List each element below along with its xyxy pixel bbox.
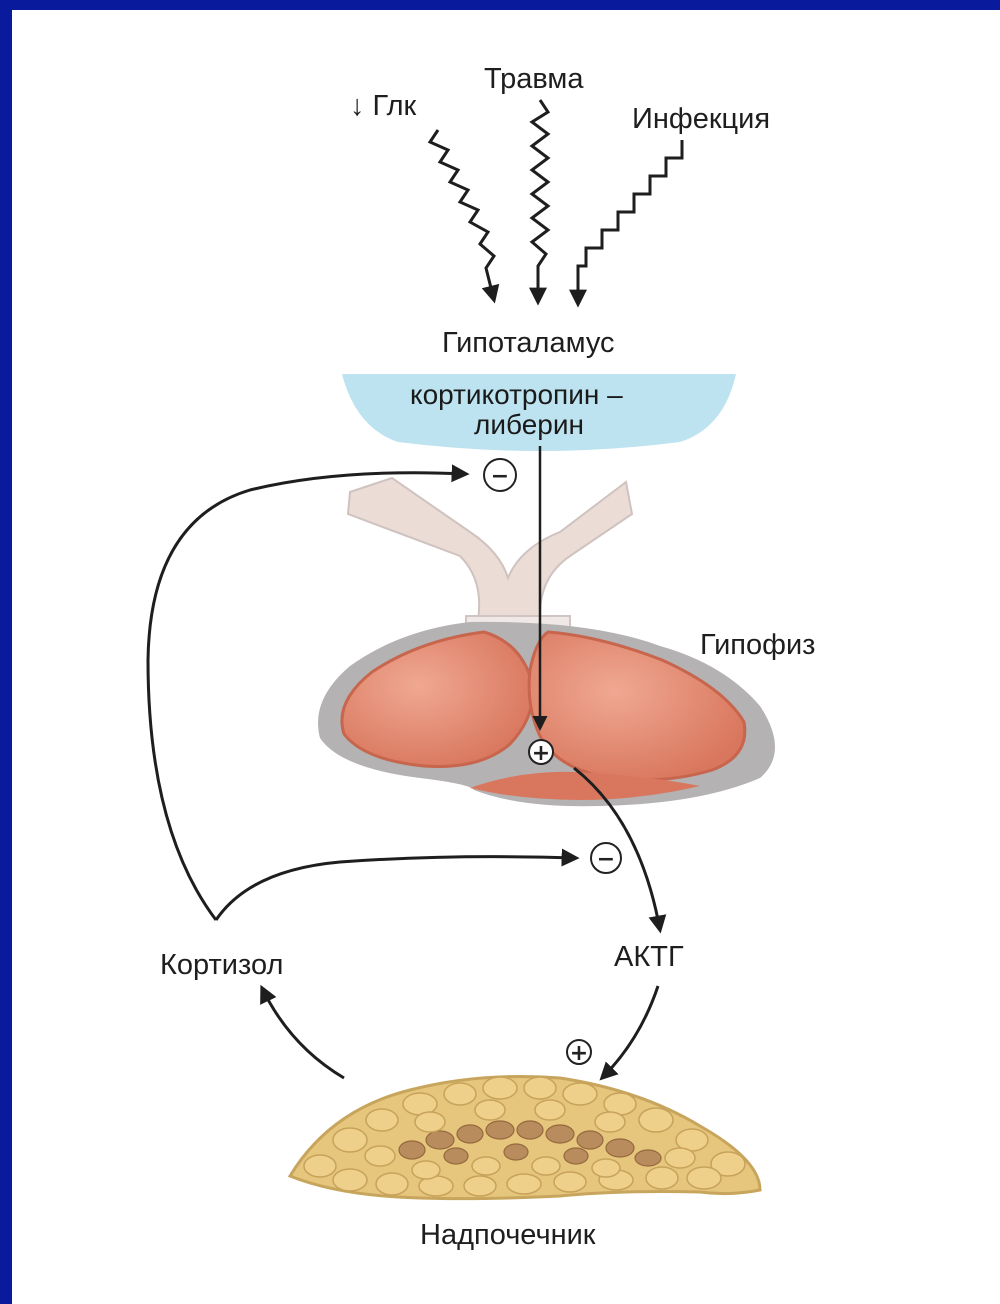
- glucose-label: ↓ Глк: [350, 90, 417, 122]
- cortisol-label: Кортизол: [160, 949, 283, 981]
- pituitary-anterior-lobe: [342, 632, 533, 767]
- acth-to-adrenal-arrow: [602, 986, 658, 1078]
- svg-text:−: −: [597, 847, 615, 872]
- pituitary-stimulate-sign: +: [529, 740, 553, 766]
- hypothalamus-inhibit-sign: −: [484, 459, 516, 491]
- trauma-label: Травма: [484, 63, 584, 95]
- pituitary-stalk: [348, 478, 632, 620]
- hypothalamus-label: Гипоталамус: [442, 327, 615, 359]
- svg-text:−: −: [491, 464, 509, 489]
- crh-label-line1: кортикотропин –: [410, 379, 623, 410]
- infection-step-arrow: [578, 140, 682, 304]
- cortisol-to-pituitary-feedback-arrow: [216, 857, 576, 920]
- adrenal-stimulate-sign: +: [567, 1040, 591, 1066]
- svg-text:+: +: [532, 741, 550, 766]
- adrenal-label: Надпочечник: [420, 1219, 596, 1251]
- svg-text:+: +: [570, 1041, 588, 1066]
- adrenal-to-cortisol-arrow: [262, 988, 344, 1078]
- acth-label: АКТГ: [614, 941, 684, 973]
- glucose-zigzag-arrow: [430, 130, 494, 300]
- crh-label-line2: либерин: [474, 409, 584, 440]
- pituitary-inhibit-sign: −: [591, 843, 621, 873]
- infection-label: Инфекция: [632, 103, 770, 135]
- adrenal-gland: [290, 1077, 760, 1199]
- trauma-zigzag-arrow: [532, 100, 548, 302]
- pituitary-label: Гипофиз: [700, 629, 815, 661]
